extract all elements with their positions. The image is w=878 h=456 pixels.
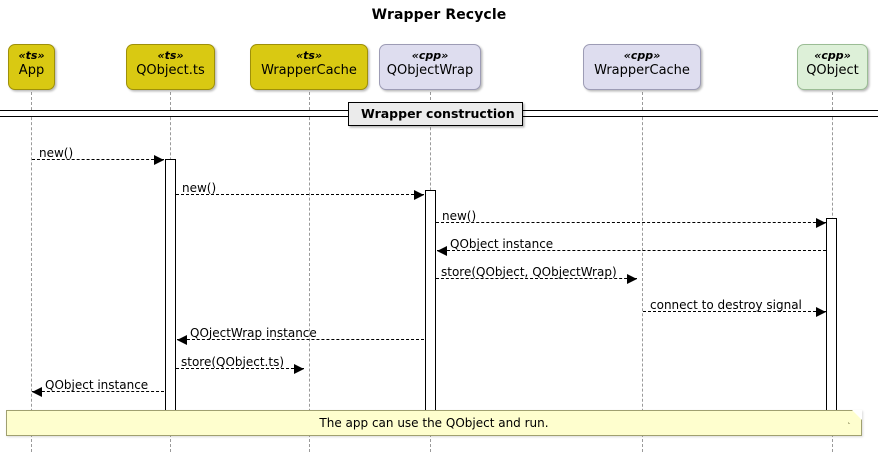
participant-stereotype: «ts»: [295, 49, 323, 62]
arrow-head-m4: [437, 246, 447, 256]
participant-name: WrapperCache: [261, 62, 357, 78]
note-fold-edge-icon: [848, 410, 862, 424]
arrow-head-m9: [32, 387, 42, 397]
message-line-m1: [32, 159, 164, 160]
message-line-m7: [177, 339, 424, 340]
arrow-head-m7: [177, 335, 187, 345]
lifeline-app: [31, 92, 32, 452]
arrow-head-m6: [816, 307, 826, 317]
participant-qobject_ts[interactable]: «ts»QObject.ts: [126, 44, 215, 90]
message-line-m2: [176, 194, 424, 195]
arrow-head-m1: [154, 155, 164, 165]
participant-name: QObject.ts: [136, 62, 205, 78]
message-label-m2: new(): [182, 181, 217, 195]
arrow-head-m5: [627, 274, 637, 284]
participant-name: QObject: [806, 62, 859, 78]
note-text: The app can use the QObject and run.: [319, 416, 549, 430]
arrow-head-m8: [294, 364, 304, 374]
arrow-head-m3: [816, 218, 826, 228]
participant-stereotype: «cpp»: [814, 49, 851, 62]
participant-wrappercache_cpp[interactable]: «cpp»WrapperCache: [583, 44, 701, 90]
participant-stereotype: «ts»: [18, 49, 45, 62]
message-line-m4: [437, 250, 826, 251]
divider-label: Wrapper construction: [348, 102, 523, 126]
message-line-m8: [176, 368, 304, 369]
arrow-head-m2: [414, 190, 424, 200]
message-label-m5: store(QObject, QObjectWrap): [441, 265, 617, 279]
participant-stereotype: «ts»: [157, 49, 184, 62]
message-label-m7: QOjectWrap instance: [190, 326, 317, 340]
participant-stereotype: «cpp»: [623, 49, 661, 62]
participant-name: WrapperCache: [594, 62, 690, 78]
lifeline-wrappercache_ts: [309, 92, 310, 452]
note-box: The app can use the QObject and run.: [6, 410, 862, 436]
message-label-m6: connect to destroy signal: [650, 298, 802, 312]
activation-bar-qobject_cpp: [826, 218, 837, 413]
message-label-m1: new(): [39, 146, 74, 160]
message-label-m8: store(QObject.ts): [181, 355, 285, 369]
participant-qobjectwrap[interactable]: «cpp»QObjectWrap: [379, 44, 481, 90]
lifeline-wrappercache_cpp: [642, 92, 643, 452]
participant-app[interactable]: «ts»App: [8, 44, 55, 90]
diagram-title: Wrapper Recycle: [371, 7, 507, 23]
participant-stereotype: «cpp»: [411, 49, 449, 62]
activation-bar-qobjectwrap: [425, 190, 436, 413]
participant-qobject_cpp[interactable]: «cpp»QObject: [797, 44, 868, 90]
message-line-m9: [32, 391, 164, 392]
activation-bar-qobject_ts: [165, 159, 176, 413]
message-line-m6: [643, 311, 826, 312]
message-label-m3: new(): [442, 209, 477, 223]
message-label-m9: QObject instance: [45, 378, 149, 392]
message-label-m4: QObject instance: [450, 237, 554, 251]
participant-wrappercache_ts[interactable]: «ts»WrapperCache: [250, 44, 368, 90]
message-line-m5: [436, 278, 637, 279]
participant-name: App: [18, 62, 45, 78]
message-line-m3: [436, 222, 826, 223]
participant-name: QObjectWrap: [386, 62, 474, 78]
